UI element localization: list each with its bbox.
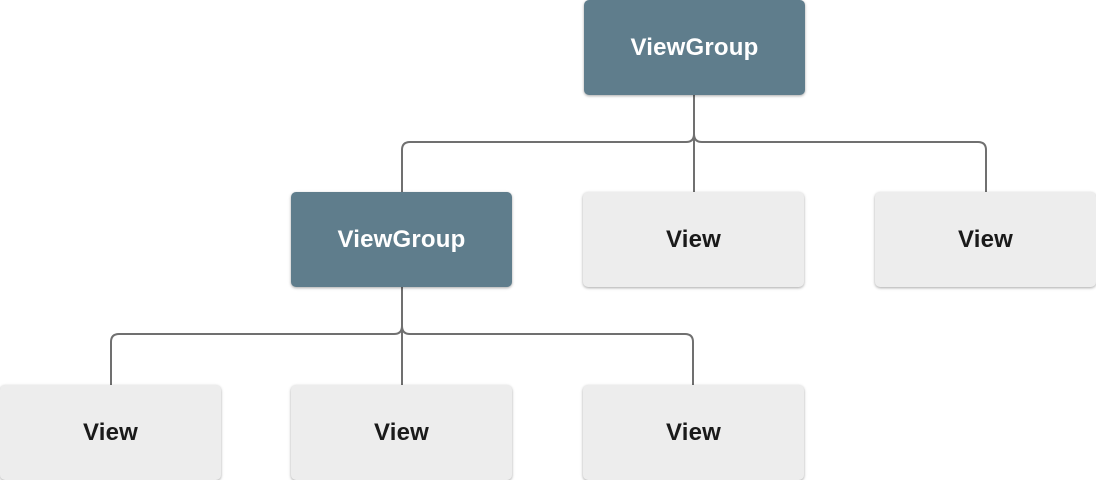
edge-child-left-to-leaf-left	[110, 287, 403, 385]
node-child-viewgroup: ViewGroup	[291, 192, 512, 287]
node-label: ViewGroup	[630, 33, 759, 61]
node-label: View	[665, 418, 722, 446]
edge-child-left-to-leaf-right	[401, 287, 694, 385]
node-label: ViewGroup	[337, 225, 466, 253]
edge-root-to-child-right	[693, 95, 987, 192]
node-label: View	[957, 225, 1014, 253]
node-child-view-right: View	[875, 192, 1096, 287]
node-root-viewgroup: ViewGroup	[584, 0, 805, 95]
edge-root-to-child-left	[401, 95, 695, 192]
node-label: View	[665, 225, 722, 253]
node-label: View	[373, 418, 430, 446]
node-child-view-middle: View	[583, 192, 804, 287]
node-leaf-view-right: View	[583, 385, 804, 480]
node-label: View	[82, 418, 139, 446]
node-leaf-view-middle: View	[291, 385, 512, 480]
node-leaf-view-left: View	[0, 385, 221, 480]
